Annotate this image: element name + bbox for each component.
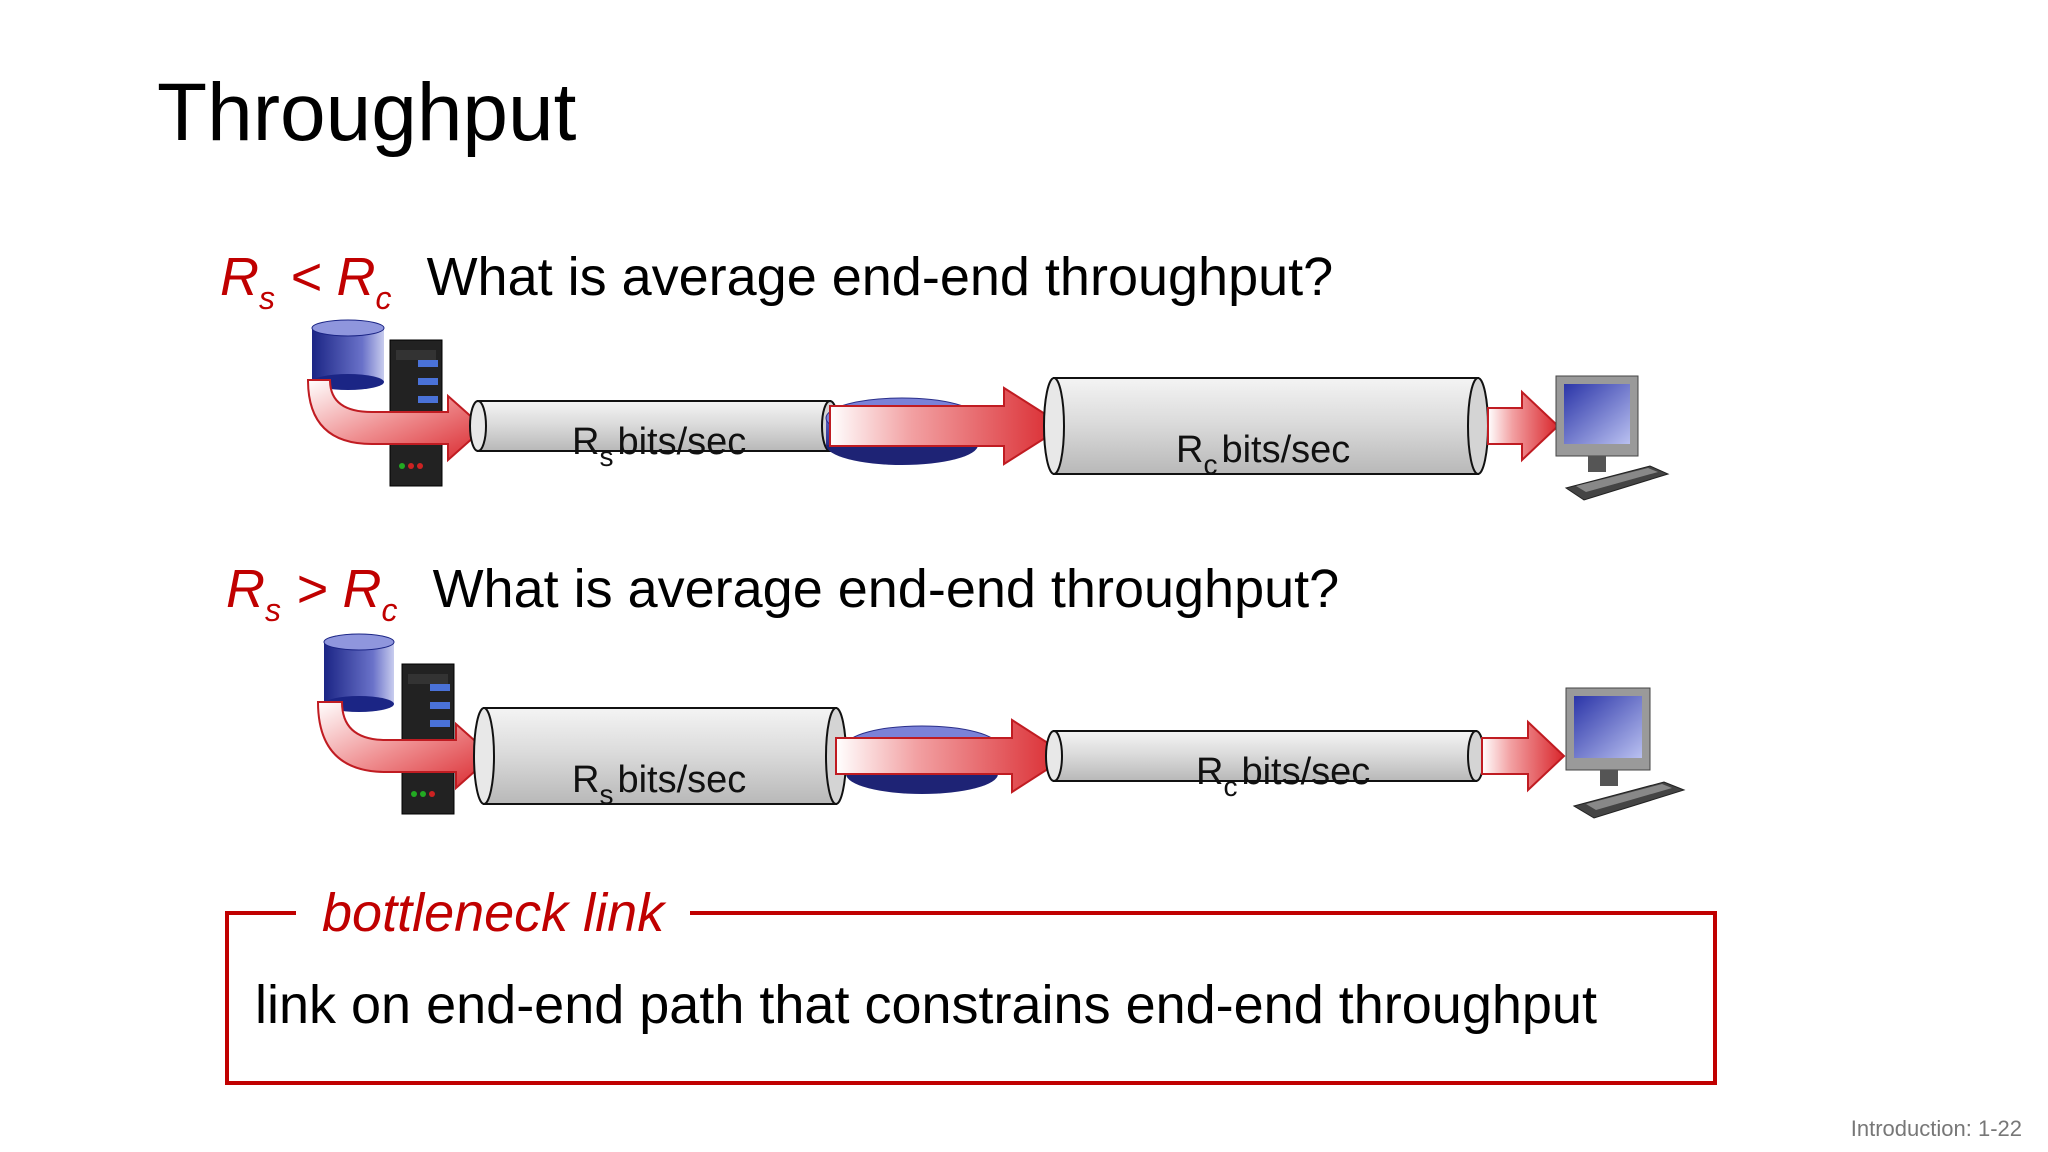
- flow-arrow: [316, 701, 494, 791]
- computer-icon: [1565, 687, 1686, 819]
- slide-footer: Introduction: 1-22: [1850, 1116, 2022, 1141]
- scenario2-condition: Rs > Rc: [226, 559, 398, 628]
- bottleneck-definition: link on end-end path that constrains end…: [255, 975, 1597, 1035]
- flow-arrow: [306, 379, 486, 463]
- link-rc-pipe: [1045, 730, 1485, 782]
- flow-arrow: [829, 386, 1066, 466]
- computer-icon: [1555, 375, 1670, 501]
- scenario1-heading: Rs < Rc What is average end-end throughp…: [220, 250, 1333, 314]
- link-rs-pipe: [469, 400, 839, 452]
- flow-arrow: [1487, 389, 1560, 463]
- bottleneck-box: [225, 911, 1717, 1085]
- slide-title: Throughput: [157, 67, 577, 158]
- scenario2-heading: Rs > Rc What is average end-end throughp…: [226, 562, 1339, 626]
- flow-arrow: [1481, 719, 1566, 793]
- flow-arrow: [835, 718, 1070, 794]
- scenario1-condition: Rs < Rc: [220, 247, 392, 316]
- database-icon: [311, 319, 385, 390]
- link-rc-pipe: [1043, 377, 1489, 475]
- scenario2-question: What is average end-end throughput?: [432, 559, 1340, 619]
- database-icon: [323, 633, 395, 712]
- bottleneck-title: bottleneck link: [296, 883, 691, 944]
- scenario1-question: What is average end-end throughput?: [426, 247, 1334, 307]
